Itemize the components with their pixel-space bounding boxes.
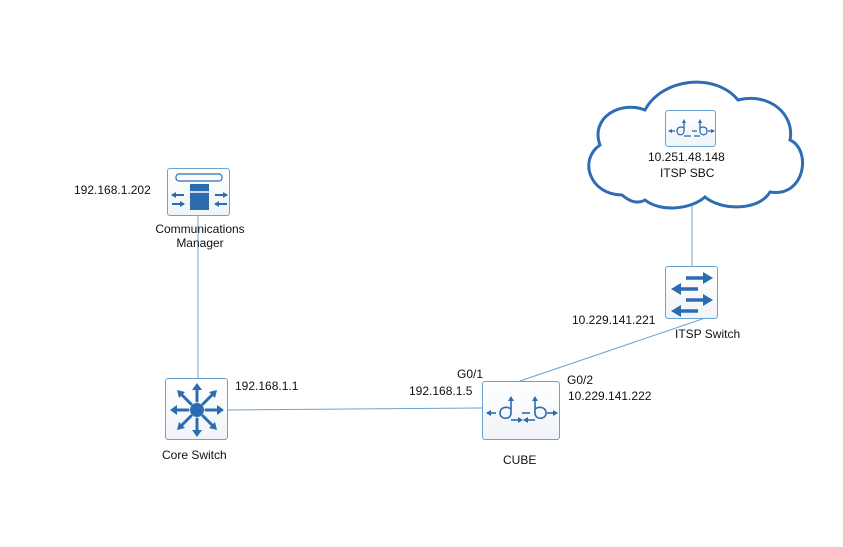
core-switch-node[interactable] (165, 378, 228, 440)
cube-g01-label: G0/1 (457, 367, 484, 381)
voice-gateway-icon (486, 396, 558, 423)
itsp-sbc-node[interactable] (665, 110, 716, 147)
sbc-icon (668, 119, 715, 137)
link-core-switch-cube (227, 407, 483, 411)
cube-g01-ip-label: 192.168.1.5 (409, 384, 473, 398)
cube-name-label: CUBE (503, 453, 537, 467)
link-cube-itsp-switch (519, 313, 718, 382)
cucm-name-line1: Communications (155, 222, 245, 236)
itsp-switch-node[interactable] (665, 266, 718, 319)
communications-manager-icon (171, 173, 228, 210)
itsp-sbc-name-label: ITSP SBC (660, 166, 715, 180)
cube-g02-ip-label: 10.229.141.222 (568, 389, 652, 403)
itsp-sbc-ip-label: 10.251.48.148 (648, 150, 725, 164)
cube-node[interactable] (482, 381, 560, 440)
cube-g02-label: G0/2 (567, 373, 594, 387)
itsp-switch-name-label: ITSP Switch (675, 327, 741, 341)
layer3-switch-icon (170, 383, 224, 437)
workgroup-switch-icon (671, 272, 713, 317)
core-switch-name-label: Core Switch (162, 448, 227, 462)
cucm-ip-label: 192.168.1.202 (74, 183, 151, 197)
communications-manager-node[interactable] (167, 168, 230, 216)
cucm-name-line2: Manager (176, 236, 224, 250)
cucm-name-label: Communications Manager (140, 222, 260, 250)
itsp-switch-ip-label: 10.229.141.221 (572, 313, 656, 327)
core-switch-ip-label: 192.168.1.1 (235, 379, 299, 393)
